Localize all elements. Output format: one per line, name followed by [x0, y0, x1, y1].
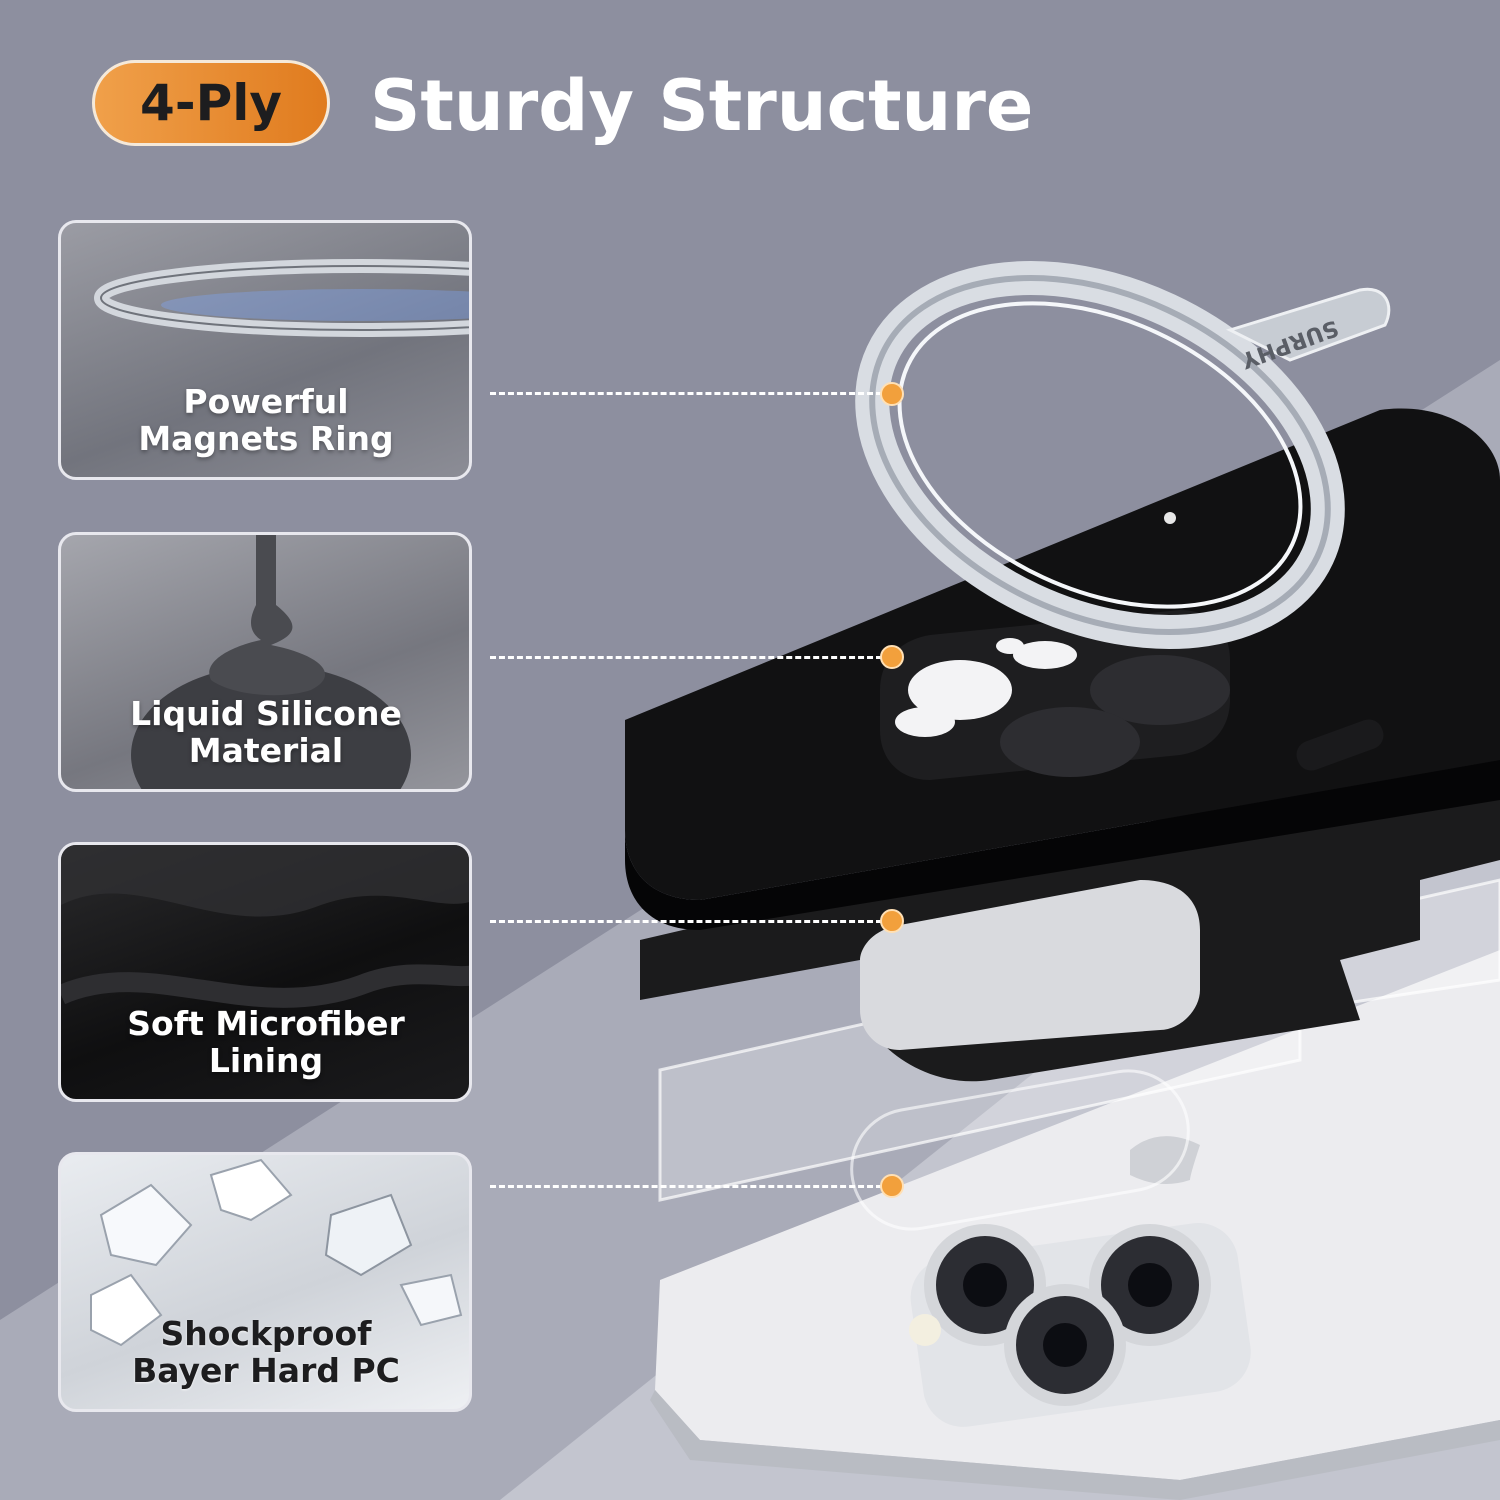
silicone-case-illustration — [625, 408, 1500, 930]
label-line-2: Material — [188, 731, 344, 770]
layer-card-magnets: Powerful Magnets Ring — [58, 220, 472, 480]
callout-dot-silicone — [880, 645, 904, 669]
leader-line-microfiber — [490, 920, 882, 923]
magnet-ring-icon — [94, 259, 469, 337]
label-line-2: Lining — [208, 1041, 324, 1080]
layer-card-pc: Shockproof Bayer Hard PC — [58, 1152, 472, 1412]
layer-label-magnets: Powerful Magnets Ring — [61, 382, 469, 458]
layer-card-microfiber: Soft Microfiber Lining — [58, 842, 472, 1102]
label-line-2: Bayer Hard PC — [132, 1351, 400, 1390]
page-title: Sturdy Structure — [370, 65, 1034, 147]
layer-card-silicone: Liquid Silicone Material — [58, 532, 472, 792]
silicone-drip-icon — [131, 535, 411, 789]
ply-badge-text: 4-Ply — [140, 74, 282, 132]
crystal-shards-icon — [90, 1158, 463, 1347]
phone-illustration — [650, 950, 1500, 1500]
layer-label-silicone: Liquid Silicone Material — [61, 694, 469, 770]
callout-dot-microfiber — [880, 909, 904, 933]
label-line-1: Shockproof — [160, 1314, 372, 1353]
leader-line-magnets — [490, 392, 882, 395]
ply-badge — [92, 60, 330, 146]
leader-line-silicone — [490, 656, 882, 659]
microfiber-fabric-icon — [61, 845, 469, 1008]
callout-dot-pc — [880, 1174, 904, 1198]
label-line-1: Soft Microfiber — [127, 1004, 405, 1043]
label-line-1: Powerful — [183, 382, 349, 421]
leader-line-pc — [490, 1185, 882, 1188]
layer-label-pc: Shockproof Bayer Hard PC — [61, 1314, 469, 1390]
label-line-2: Magnets Ring — [138, 419, 394, 458]
layer-label-microfiber: Soft Microfiber Lining — [61, 1004, 469, 1080]
label-line-1: Liquid Silicone — [130, 694, 402, 733]
callout-dot-magnets — [880, 382, 904, 406]
